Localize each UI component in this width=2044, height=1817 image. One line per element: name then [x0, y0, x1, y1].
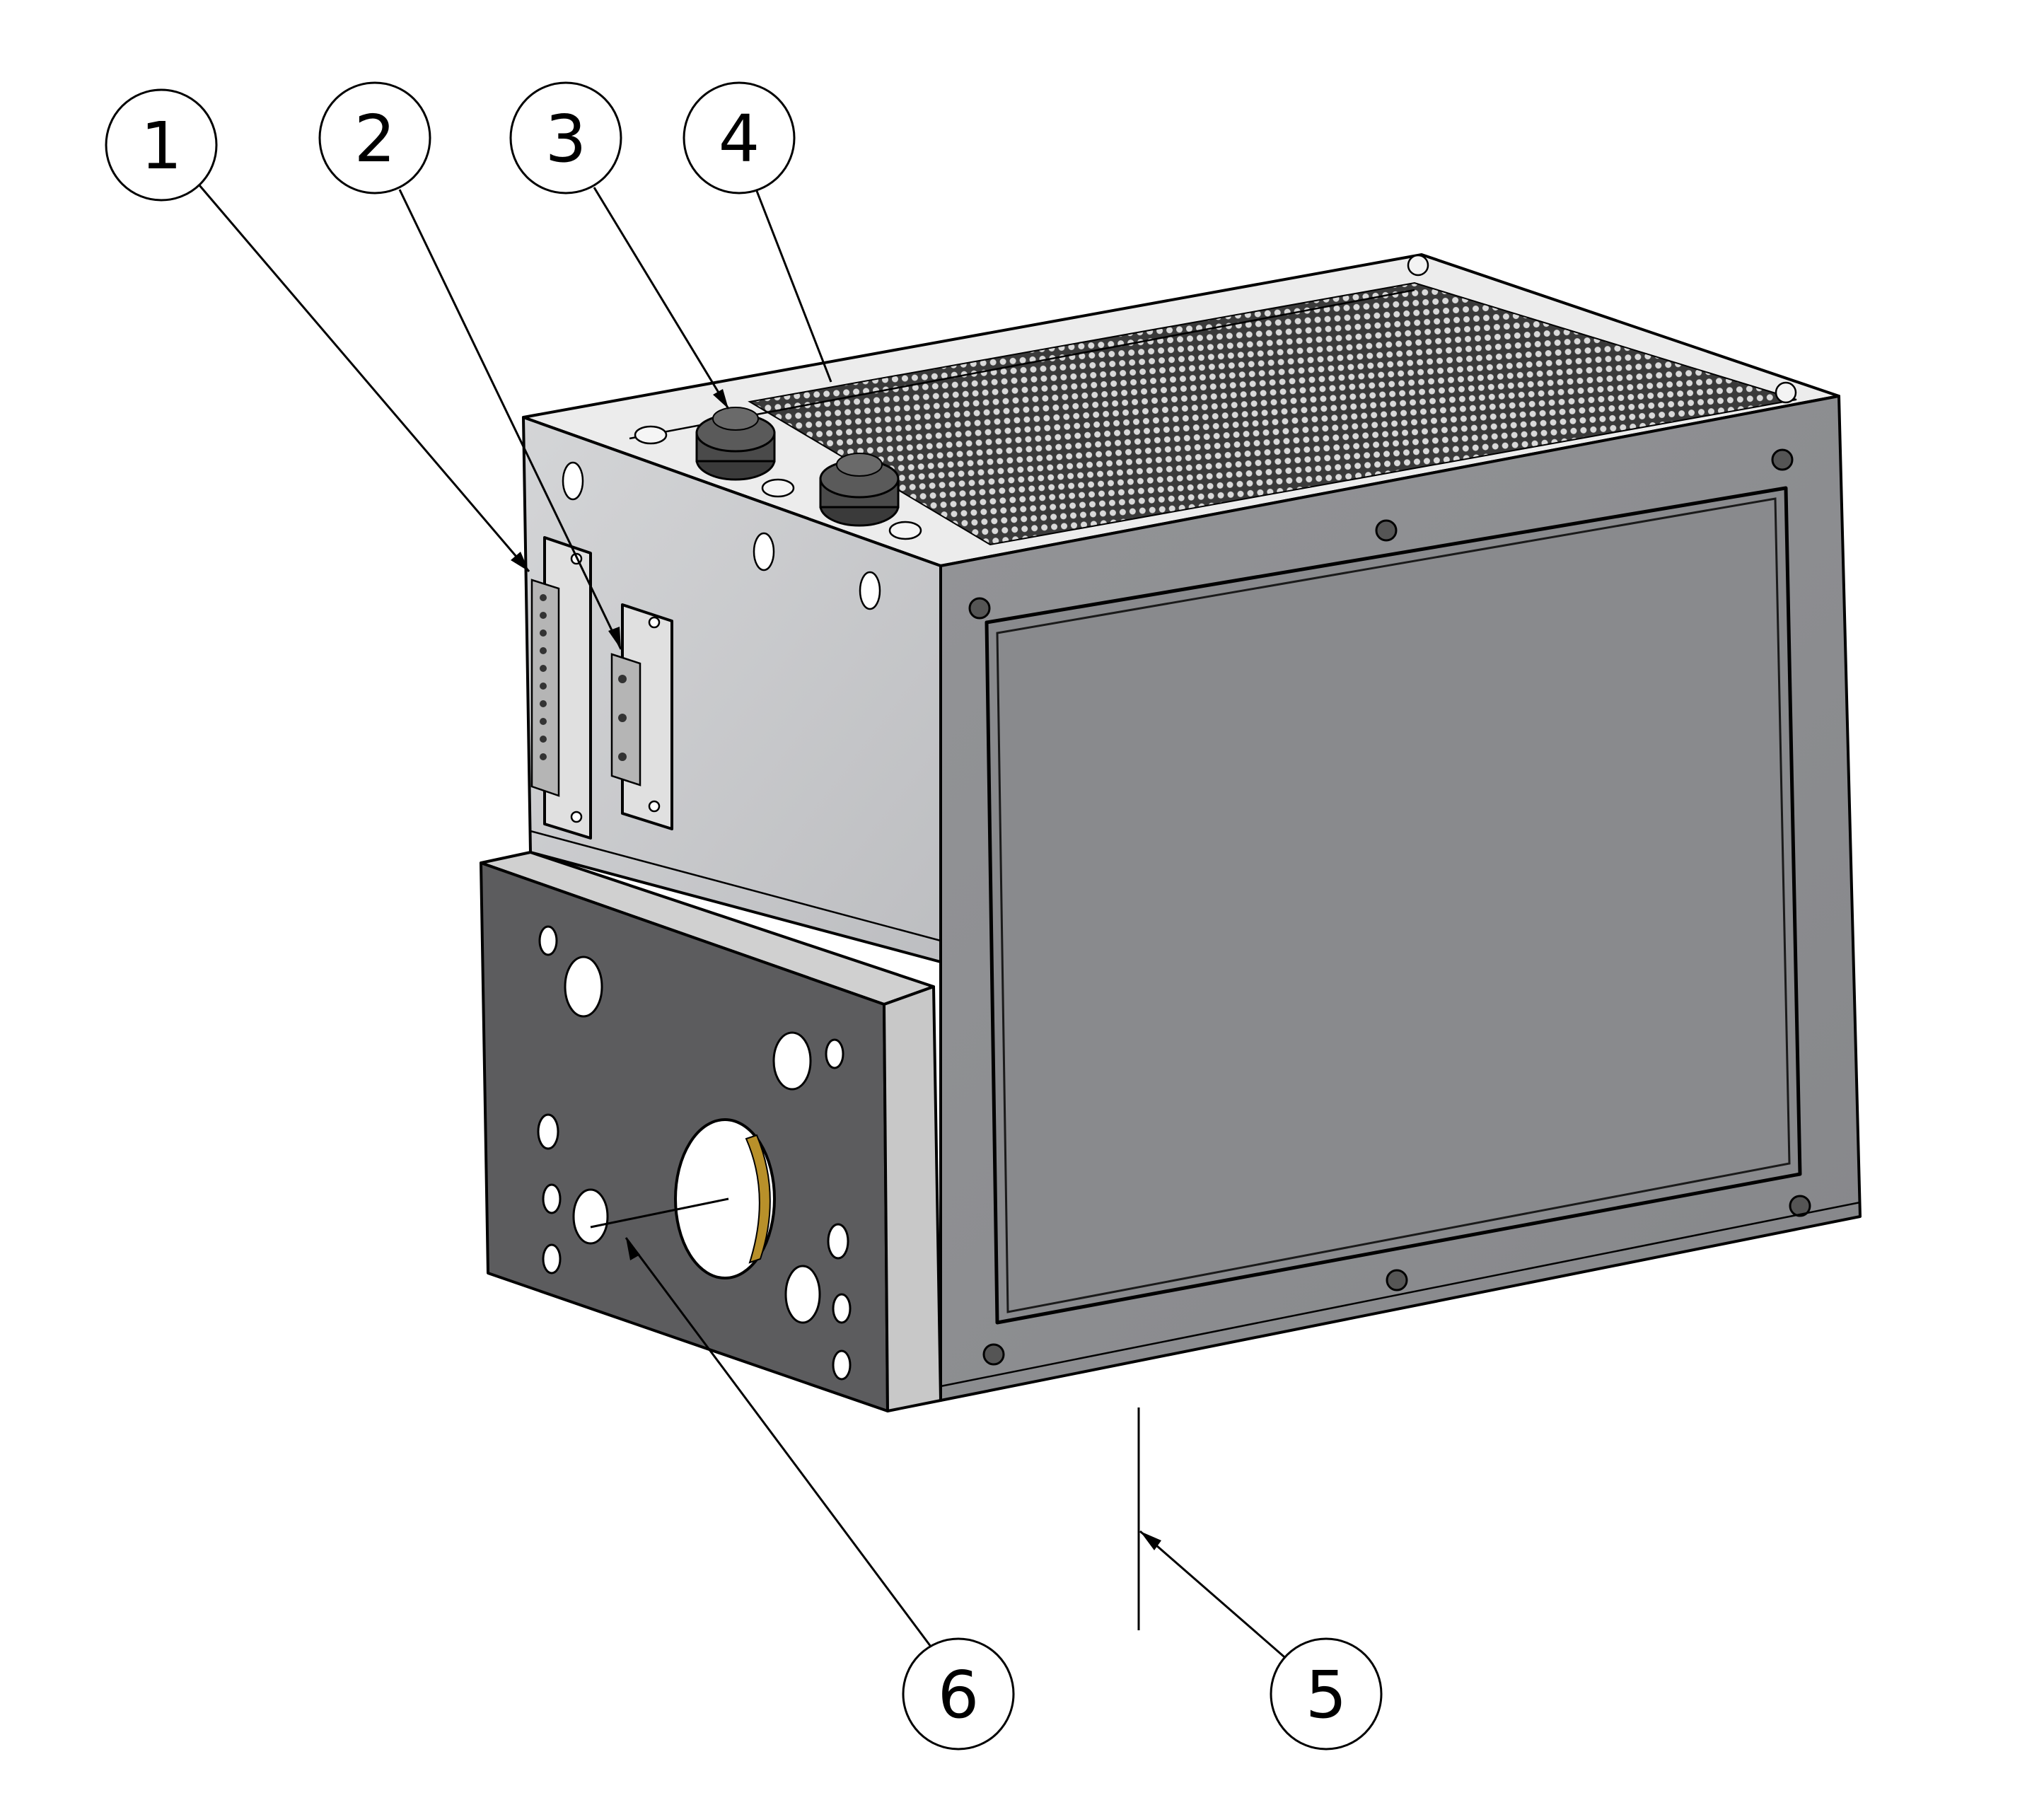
callout-6: 6: [590, 1197, 1015, 1751]
callout-3: 3: [509, 81, 730, 410]
side-connector-1: [530, 536, 592, 840]
callout-2: 2: [318, 81, 622, 650]
side-panel: [522, 416, 942, 963]
svg-text:4: 4: [719, 101, 760, 177]
callouts: 1 2 3 4 5: [105, 81, 1383, 1751]
top-connector-3: [695, 407, 776, 481]
svg-text:3: 3: [545, 101, 587, 177]
side-connector-2: [610, 603, 673, 830]
svg-text:1: 1: [141, 108, 182, 184]
callout-5: 5: [1137, 1407, 1383, 1751]
callout-1: 1: [105, 88, 530, 572]
laser-module: [480, 253, 1862, 1412]
front-panel: [939, 395, 1862, 1402]
top-connector-4: [819, 453, 900, 527]
svg-text:5: 5: [1306, 1657, 1347, 1733]
callout-4: 4: [683, 81, 832, 383]
svg-text:6: 6: [938, 1657, 980, 1733]
svg-text:2: 2: [354, 101, 396, 177]
